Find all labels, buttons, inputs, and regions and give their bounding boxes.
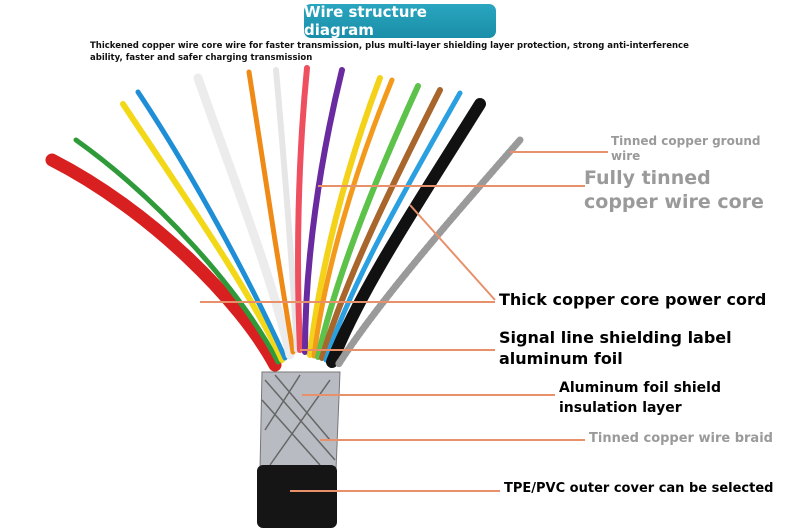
wire-blue	[135, 89, 288, 361]
label-ground-wire: Tinned copper ground wire	[611, 134, 761, 163]
label-foil-insulation: Aluminum foil shield insulation layer	[559, 380, 721, 416]
wire-white-2	[273, 67, 300, 353]
wires	[45, 65, 524, 372]
label-outer-cover: TPE/PVC outer cover can be selected	[504, 481, 774, 496]
label-power-cord: Thick copper core power cord	[499, 290, 767, 309]
wire-red	[45, 153, 282, 372]
diagram-title: Wire structure diagram	[304, 3, 496, 39]
wire-yellow	[120, 101, 285, 363]
wire-black	[326, 98, 486, 368]
outer-jacket	[257, 465, 337, 528]
wire-purple	[302, 67, 345, 355]
wire-green-2	[315, 83, 421, 360]
leader-lines	[200, 151, 608, 492]
wire-orange	[246, 69, 296, 355]
wire-yellow-2	[307, 75, 383, 358]
wire-white	[193, 73, 295, 360]
wire-orange-2	[311, 77, 395, 359]
wire-blue-2	[323, 90, 463, 363]
label-signal-shield: Signal line shielding label aluminum foi…	[499, 328, 732, 368]
wire-ground	[334, 136, 524, 369]
label-braid: Tinned copper wire braid	[589, 431, 773, 446]
description: Thickened copper wire core wire for fast…	[90, 41, 689, 63]
label-tinned-core: Fully tinned copper wire core	[584, 167, 764, 213]
wire-green	[73, 137, 281, 365]
wire-brown	[319, 87, 443, 361]
wire-pink	[295, 65, 310, 353]
